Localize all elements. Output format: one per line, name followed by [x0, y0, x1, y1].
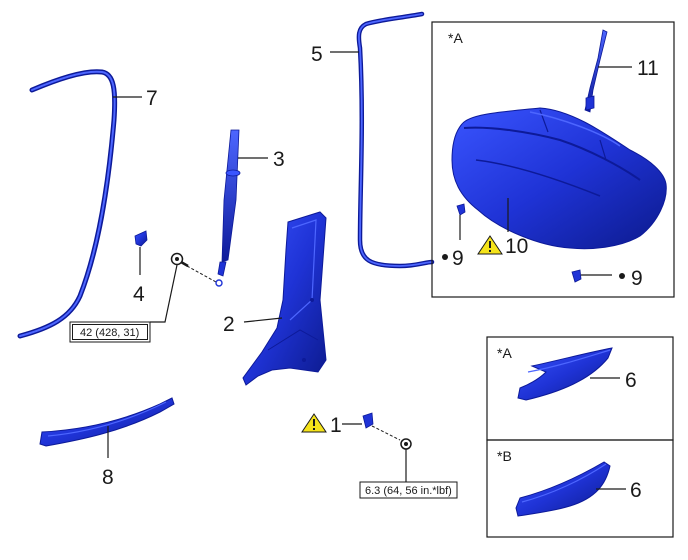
- callout-5: 5: [311, 43, 323, 66]
- caution-triangle-icon: [477, 235, 503, 255]
- callout-2: 2: [223, 313, 235, 336]
- torque-box-seat-belt-anchor: 42 (428, 31): [69, 321, 151, 343]
- part-11-buckle: [584, 29, 608, 113]
- inset-frame-a-label: *A: [497, 345, 512, 361]
- part-1-bolt: [400, 438, 412, 450]
- caution-triangle-icon-2: [301, 413, 327, 433]
- callout-7: 7: [146, 87, 158, 110]
- callout-10: 10: [505, 235, 528, 258]
- inset-frame-a: [486, 336, 674, 441]
- callout-1: 1: [330, 414, 342, 437]
- inset-frame-b: [486, 439, 674, 538]
- callout-6-b: 6: [630, 479, 642, 502]
- detail-frame-a-label: *A: [448, 30, 463, 46]
- callout-9-a: 9: [452, 247, 464, 270]
- part-1-clip: [362, 412, 374, 429]
- part-6-variant-b: [515, 461, 611, 517]
- part-9-clip-a: [456, 203, 466, 216]
- part-3-seat-belt: [215, 129, 241, 287]
- seat-belt-anchor-bolt: [170, 252, 189, 268]
- callout-11: 11: [637, 57, 659, 80]
- part-7-weatherstrip: [17, 69, 118, 339]
- inset-frame-b-label: *B: [497, 448, 512, 464]
- callout-6-a: 6: [625, 369, 637, 392]
- part-9-clip-b: [571, 269, 582, 283]
- bullet-dot-icon: [442, 254, 448, 260]
- callout-4: 4: [133, 283, 145, 306]
- part-10-seat-cushion: [451, 107, 667, 250]
- torque-box-part-1: 6.3 (64, 56 in.*lbf): [359, 481, 458, 499]
- detail-frame-a: [431, 21, 675, 298]
- bullet-dot-icon-2: [619, 273, 625, 279]
- part-6-variant-a: [517, 347, 613, 401]
- torque-value-anchor: 42 (428, 31): [80, 327, 139, 339]
- part-4-clip: [134, 230, 148, 247]
- callout-8: 8: [102, 466, 114, 489]
- callout-3: 3: [273, 148, 285, 171]
- callout-9-b: 9: [631, 267, 643, 290]
- part-8-scuff-plate: [39, 397, 175, 447]
- part-2-pillar-garnish: [242, 211, 327, 386]
- torque-value-part-1: 6.3 (64, 56 in.*lbf): [365, 485, 452, 497]
- part-5-weatherstrip: [356, 11, 435, 269]
